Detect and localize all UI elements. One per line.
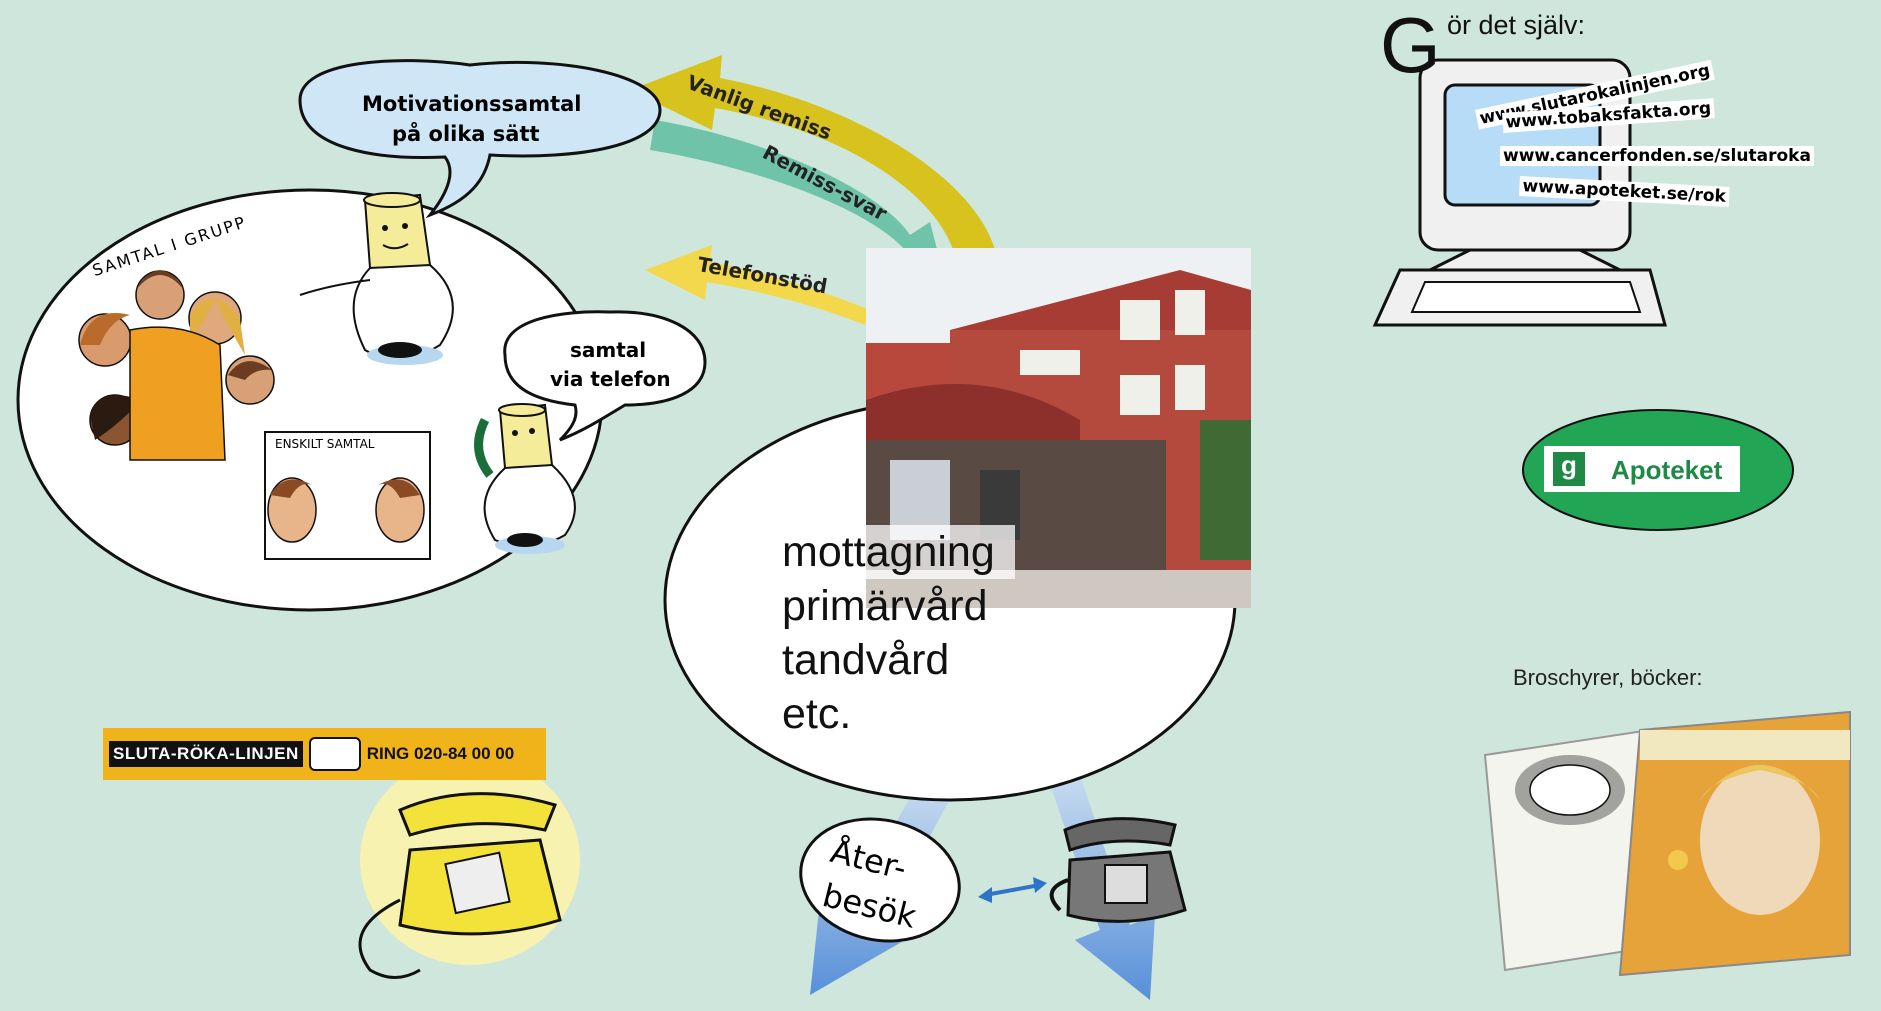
center-line2: primärvård [782, 582, 988, 630]
motivation-text-line2: på olika sätt [392, 122, 540, 146]
motivation-bubble [298, 59, 662, 219]
url-cancerfonden: www.cancerfonden.se/slutaroka [1500, 146, 1814, 166]
broschyrer-label: Broschyrer, böcker: [1513, 665, 1703, 690]
apoteket-logo-mark [1553, 452, 1585, 486]
phone-bubble [503, 310, 707, 442]
group-people-icon [78, 270, 275, 461]
vanlig-remiss-arrow [630, 55, 995, 255]
phone-character-icon [474, 403, 576, 554]
sluta-roka-banner-left: SLUTA-RÖKA-LINJEN [109, 741, 303, 767]
aterbesok-oval [799, 817, 961, 943]
center-line3: tandvård [782, 636, 950, 684]
brochures-icon [1483, 710, 1851, 977]
phone-bubble-line2: via telefon [550, 367, 671, 391]
yellow-telephone-icon [358, 755, 580, 979]
center-line4: etc. [782, 690, 852, 738]
double-arrow-icon [978, 877, 1047, 903]
remiss-svar-arrow [650, 120, 945, 280]
two-faces-icon [267, 477, 425, 543]
black-telephone-icon [1049, 817, 1187, 923]
gor-det-sjalv-heading: ör det själv: [1447, 10, 1586, 40]
individual-label: ENSKILT SAMTAL [275, 437, 375, 451]
gor-det-sjalv-G: G [1380, 1, 1441, 89]
motivation-text-line1: Motivationssamtal [362, 92, 582, 116]
pointing-hand-icon [308, 737, 361, 771]
apoteket-logo-letter: g [1561, 450, 1577, 480]
clinic-photo [866, 248, 1251, 608]
phone-bubble-line1: samtal [570, 338, 647, 362]
apoteket-label: Apoteket [1611, 455, 1723, 485]
center-text: mottagning primärvård tandvård etc. [782, 525, 1015, 741]
telefonstod-arrow [645, 245, 870, 325]
cartoon-character-icon [299, 192, 454, 365]
center-line1: mottagning [782, 525, 1015, 579]
sluta-roka-banner: SLUTA-RÖKA-LINJEN RING 020-84 00 00 [103, 728, 546, 780]
sluta-roka-banner-right: RING 020-84 00 00 [366, 744, 515, 763]
